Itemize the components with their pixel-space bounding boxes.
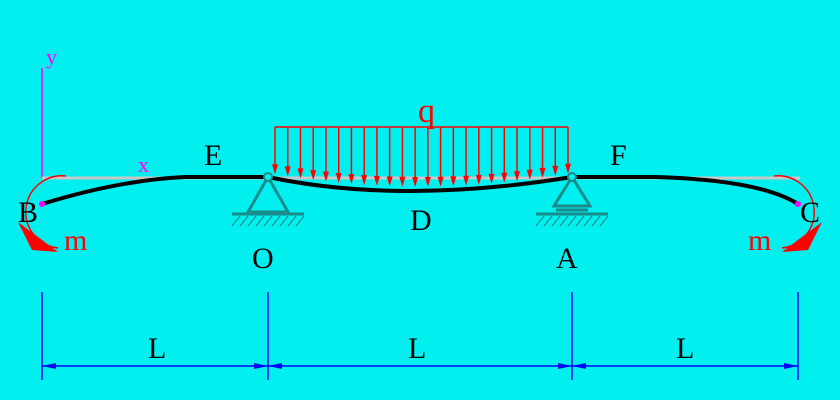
moment-b-arrowhead <box>18 222 58 252</box>
hatch-line <box>599 215 609 227</box>
label-e: E <box>204 139 222 172</box>
load-arrow <box>526 127 533 180</box>
support-o-pin <box>263 172 273 182</box>
moment-c-arrowhead <box>782 222 822 252</box>
dim-label-1: L <box>148 332 166 365</box>
hatch-line <box>535 215 545 227</box>
end-point-b <box>39 201 45 207</box>
hatch-line <box>287 215 297 227</box>
load-arrow <box>310 127 317 181</box>
dim-arrowhead <box>254 363 268 369</box>
load-arrow <box>386 127 393 187</box>
support-a-triangle <box>551 174 593 208</box>
hatch-line <box>247 215 257 227</box>
load-arrow <box>463 127 470 186</box>
load-arrow <box>552 127 559 176</box>
deflected-beam <box>41 175 800 206</box>
load-arrow <box>539 127 546 178</box>
roller-support-a <box>535 172 609 227</box>
label-d: D <box>410 204 432 237</box>
load-arrow <box>373 127 380 186</box>
load-arrow <box>399 127 406 187</box>
load-arrow <box>412 127 419 187</box>
moment-c <box>773 175 822 252</box>
x-axis-label: x <box>138 152 149 177</box>
hatch-line <box>239 215 249 227</box>
pin-support-o <box>231 172 305 227</box>
label-c: C <box>800 196 820 229</box>
dim-arrowhead <box>784 363 798 369</box>
support-o-hatch <box>231 215 305 227</box>
moment-label-left: m <box>64 224 87 257</box>
moment-label-right: m <box>748 224 771 257</box>
label-b: B <box>18 196 38 229</box>
load-arrow <box>514 127 521 182</box>
hatch-line <box>231 215 241 227</box>
load-arrow <box>424 127 431 187</box>
hatch-line <box>583 215 593 227</box>
load-arrow <box>450 127 457 187</box>
hatch-line <box>551 215 561 227</box>
hatch-line <box>559 215 569 227</box>
load-arrow <box>322 127 329 182</box>
hatch-line <box>567 215 577 227</box>
hatch-line <box>591 215 601 227</box>
load-arrow <box>297 127 304 179</box>
load-arrow <box>361 127 368 186</box>
dim-arrowhead <box>42 363 56 369</box>
hatch-line <box>543 215 553 227</box>
hatch-line <box>295 215 305 227</box>
dim-label-2: L <box>408 332 426 365</box>
y-axis-label: y <box>46 44 57 69</box>
dim-arrowhead <box>558 363 572 369</box>
load-arrow <box>335 127 342 183</box>
hatch-line <box>263 215 273 227</box>
end-point-c <box>795 201 801 207</box>
hatch-line <box>255 215 265 227</box>
support-a-pin <box>567 172 577 182</box>
load-label-q: q <box>418 93 435 130</box>
label-a: A <box>556 242 578 275</box>
coordinate-axes: y x <box>41 44 149 179</box>
load-arrow <box>437 127 444 187</box>
hatch-line <box>279 215 289 227</box>
moment-b <box>18 175 67 252</box>
dim-label-3: L <box>676 332 694 365</box>
support-a-hatch <box>535 215 609 227</box>
distributed-load <box>272 126 571 187</box>
load-arrow <box>475 127 482 185</box>
dim-arrowhead <box>572 363 586 369</box>
load-arrow <box>488 127 495 184</box>
load-arrow <box>501 127 508 183</box>
support-o-triangle <box>245 173 291 214</box>
load-arrow <box>348 127 355 185</box>
load-arrow <box>284 127 291 177</box>
load-arrow <box>565 127 571 174</box>
hatch-line <box>575 215 585 227</box>
hatch-line <box>271 215 281 227</box>
label-o: O <box>252 242 274 275</box>
dimension-lines <box>41 292 799 380</box>
dim-arrowhead <box>268 363 282 369</box>
label-f: F <box>610 139 627 172</box>
load-arrow <box>272 127 278 175</box>
